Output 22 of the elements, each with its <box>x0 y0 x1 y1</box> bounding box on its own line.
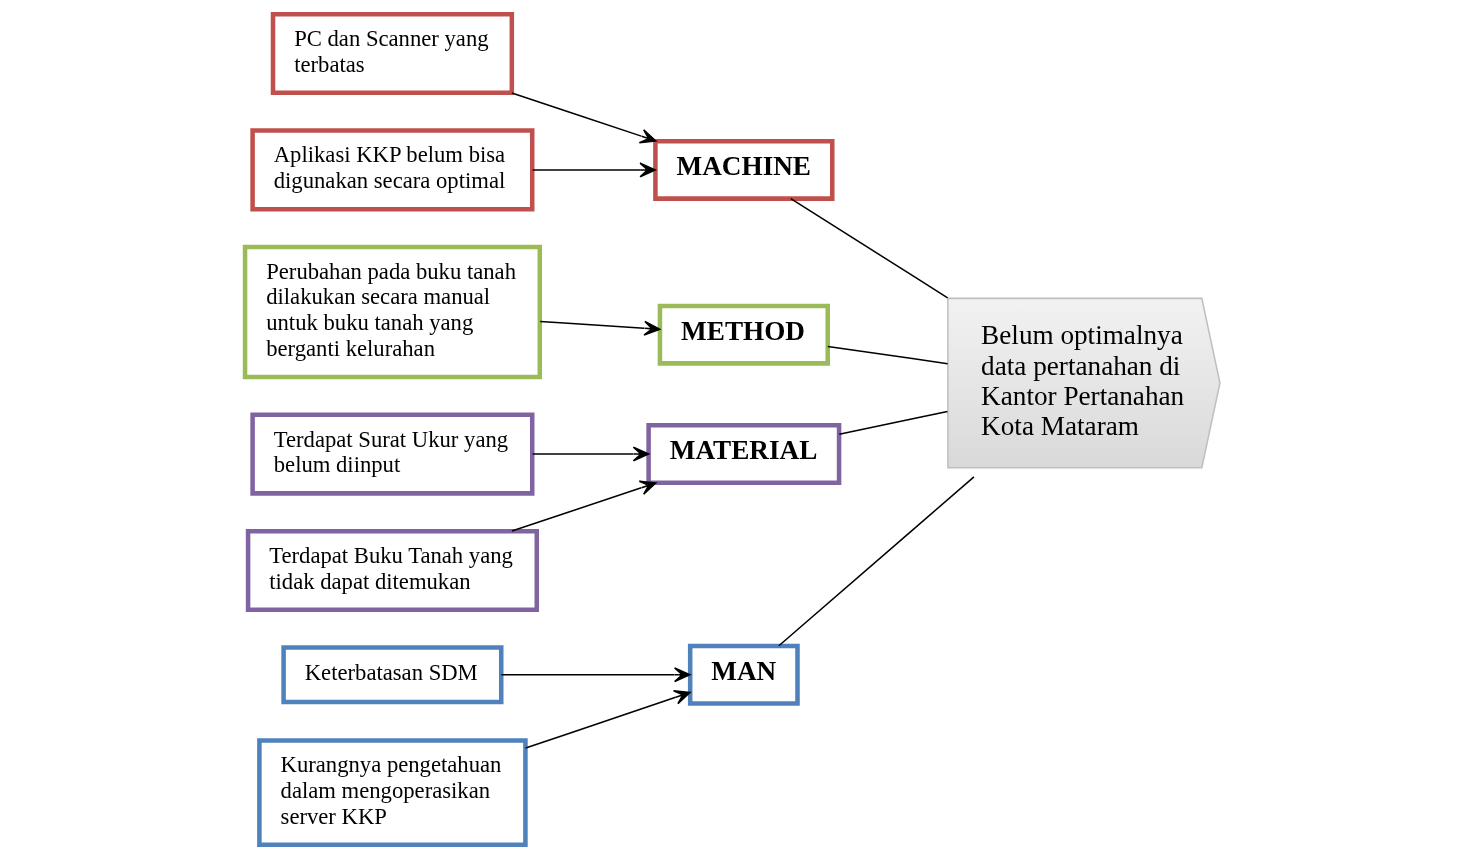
node-box: Terdapat Surat Ukur yang belum diinput <box>249 412 534 496</box>
node-box: Terdapat Buku Tanah yang tidak dapat ditemukan <box>245 528 539 612</box>
node-box: MACHINE <box>652 138 835 201</box>
connector <box>826 345 948 365</box>
connector <box>838 410 948 436</box>
arrow <box>524 690 691 749</box>
node-box: Keterbatasan SDM <box>280 645 503 705</box>
node-box: MATERIAL <box>645 423 841 486</box>
node-box: Aplikasi KKP belum bisa digunakan secara optimal <box>249 128 534 212</box>
node-box: Perubahan pada buku tanah dilakukan secara manual untuk buku tanah yang berganti kelurahan <box>242 244 542 380</box>
node-box: METHOD <box>657 303 830 366</box>
connector <box>777 476 975 647</box>
node-box: PC dan Scanner yang terbatas <box>270 11 514 96</box>
arrow <box>510 480 657 532</box>
connector <box>789 197 948 299</box>
arrow <box>531 162 656 178</box>
node-box: Kurangnya pengetahuan dalam mengoperasikan server KKP <box>256 738 528 848</box>
arrow <box>510 92 657 144</box>
arrow <box>500 667 690 683</box>
node-box: MAN <box>687 643 800 706</box>
arrow <box>538 320 660 336</box>
arrow <box>531 446 649 462</box>
